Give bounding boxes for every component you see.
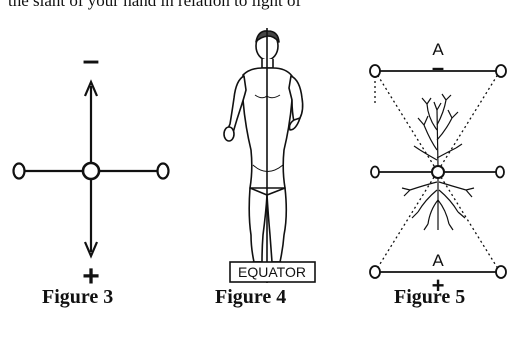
- fig5-node-bottom-left: [369, 265, 381, 279]
- fig3-minus-sign: –: [83, 44, 100, 77]
- fig4-right-leg: [266, 187, 288, 263]
- fig5-node-bottom-right: [495, 265, 507, 279]
- figure-3-cross-diagram: [12, 79, 170, 259]
- fig5-root-system: [401, 178, 475, 231]
- fig3-plus-sign: +: [82, 260, 100, 293]
- fig5-bottom-sign: +: [432, 273, 445, 298]
- figure-4-human-figure: [223, 30, 304, 267]
- figure-3-caption: Figure 3: [42, 286, 114, 308]
- fig4-left-leg: [248, 187, 268, 263]
- fig5-node-mid-left: [370, 165, 380, 179]
- fig5-shoot-branches: [413, 93, 463, 167]
- fig5-node-mid-right: [495, 165, 505, 179]
- fig3-left-node: [12, 162, 26, 180]
- cropped-header-text: the slant of your hand in relation to li…: [8, 0, 302, 10]
- fig5-top-sign: –: [432, 55, 444, 80]
- fig5-node-top-left: [369, 64, 381, 78]
- fig3-center-node: [81, 161, 101, 181]
- fig4-left-hand: [223, 126, 235, 142]
- fig5-node-top-right: [495, 64, 507, 78]
- fig3-up-arrowhead: [83, 79, 99, 97]
- figure-5-plant-diagram: [369, 64, 507, 279]
- figure-5-caption: Figure 5: [394, 286, 466, 308]
- fig4-equator-box: EQUATOR: [229, 261, 316, 283]
- fig4-right-hand: [288, 117, 301, 131]
- fig5-top-label: A: [432, 40, 444, 59]
- fig5-bottom-label: A: [432, 251, 444, 270]
- fig3-down-arrowhead: [83, 241, 99, 259]
- fig3-right-node: [156, 162, 170, 180]
- figure-4-caption: Figure 4: [215, 286, 287, 308]
- fig4-hair: [255, 30, 280, 43]
- fig4-equator-label: EQUATOR: [238, 264, 306, 280]
- fig5-seed-node: [431, 165, 445, 179]
